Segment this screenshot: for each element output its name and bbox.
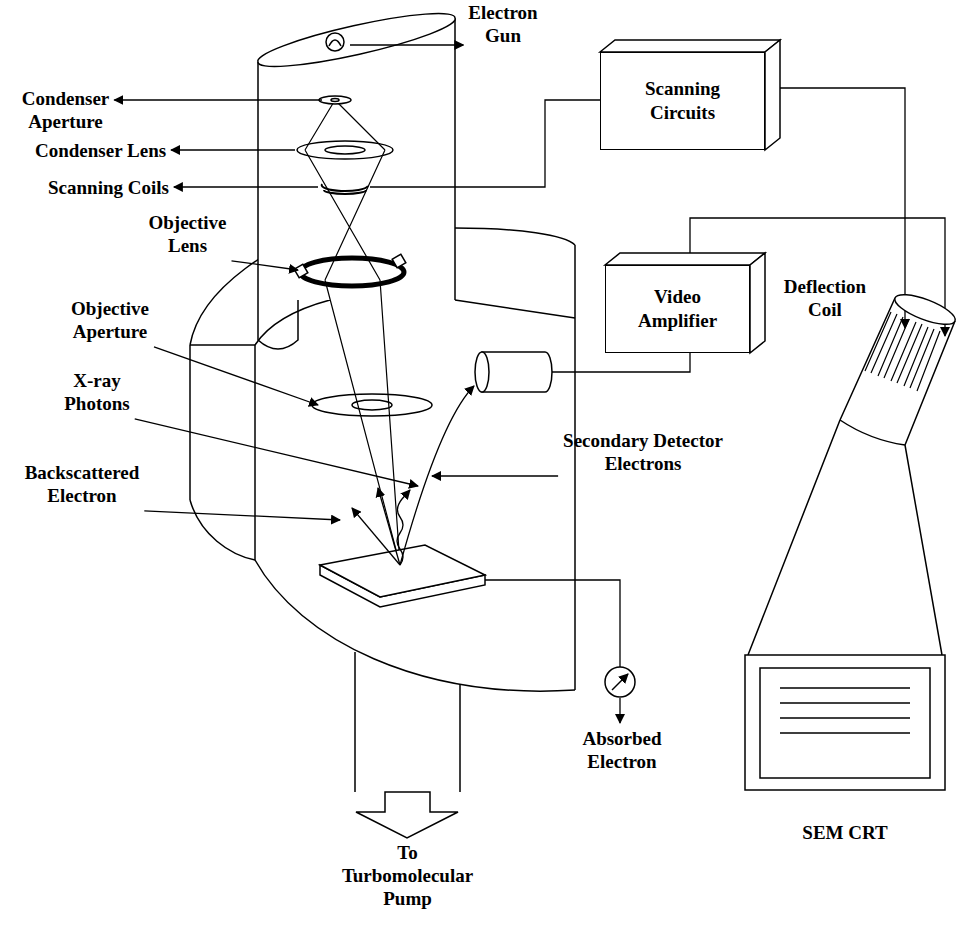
vacuum-chamber (254, 345, 256, 560)
electron-beam (305, 100, 400, 565)
signal-emission (352, 508, 400, 565)
vacuum-chamber (190, 500, 255, 560)
part-label: Condenser Lens (35, 140, 235, 163)
current-meter (605, 667, 635, 697)
signal-wires (370, 100, 600, 187)
leader-lines (432, 475, 558, 476)
leader-lines (144, 511, 340, 520)
electron-gun (326, 33, 344, 51)
leader-lines (154, 347, 318, 405)
electronics-box: Scanning Circuits (600, 52, 765, 150)
box-faces (605, 253, 765, 265)
part-label: Scanning Coils (48, 177, 248, 200)
crt-tube (840, 420, 905, 445)
part-label: Objective Aperture (55, 298, 165, 344)
crt-tube (760, 668, 930, 778)
part-label: Backscattered Electron (12, 462, 152, 508)
condenser-aperture (319, 96, 351, 104)
objective-lens (294, 254, 406, 286)
crt-tube (780, 688, 910, 733)
part-label: Objective Lens (140, 212, 235, 258)
electron-column (258, 62, 298, 349)
current-meter (612, 674, 628, 690)
condenser-aperture (319, 96, 351, 104)
leader-lines (232, 261, 299, 270)
scanning-coils (324, 190, 366, 194)
secondary-detector (482, 352, 552, 392)
leader-lines (114, 99, 322, 100)
deflection-coil (865, 312, 940, 391)
condenser-lens (297, 141, 393, 159)
part-label: Deflection Coil (775, 276, 875, 322)
part-label: X-ray Photons (52, 370, 142, 416)
pump-outlet (356, 792, 458, 838)
electron-gun (329, 40, 341, 46)
objective-aperture (352, 400, 392, 410)
part-label: Absorbed Electron (572, 728, 672, 774)
scanning-coils (322, 184, 368, 194)
box-faces (600, 40, 780, 353)
deflection-coil (865, 312, 940, 391)
electron-column (454, 18, 456, 300)
pump-outlet (355, 652, 460, 792)
signal-wires (552, 353, 690, 372)
condenser-lens (325, 146, 365, 154)
box-faces (750, 253, 765, 353)
objective-lens (300, 258, 404, 286)
objective-aperture (312, 394, 432, 416)
secondary-detector (475, 352, 552, 392)
objective-lens (392, 254, 406, 268)
vacuum-chamber (455, 228, 575, 245)
box-title: Video Amplifier (618, 285, 738, 333)
part-label: SEM CRT (790, 822, 900, 845)
leader-lines (350, 44, 463, 45)
electron-column (258, 14, 455, 67)
objective-aperture (312, 394, 432, 416)
leader-lines (135, 419, 418, 486)
electron-gun (326, 33, 344, 51)
leader-lines (174, 186, 318, 187)
crt-tube (748, 420, 942, 655)
vacuum-chamber (574, 245, 576, 690)
vacuum-chamber (189, 345, 191, 500)
part-label: Electron Gun (463, 2, 543, 48)
part-label: Secondary Detector Electrons (548, 430, 738, 476)
secondary-detector (475, 352, 489, 392)
signal-wires (485, 580, 620, 667)
leader-lines (171, 149, 295, 150)
scanning-coils (322, 184, 368, 191)
leader-lines (619, 698, 620, 723)
crt-tube (745, 295, 955, 790)
leader-lines (114, 45, 620, 723)
box-title: Scanning Circuits (623, 77, 743, 125)
condenser-aperture (331, 99, 339, 102)
electron-column (258, 14, 455, 349)
crt-tube (745, 655, 945, 790)
condenser-lens (297, 141, 393, 159)
box-faces (600, 40, 780, 52)
pump-outlet (355, 652, 460, 838)
vacuum-chamber (455, 300, 575, 318)
electronics-box: Video Amplifier (605, 265, 750, 353)
objective-lens (294, 264, 308, 278)
current-meter (605, 667, 635, 697)
vacuum-chamber (255, 300, 330, 345)
vacuum-chamber (190, 344, 255, 346)
part-label: Condenser Aperture (8, 88, 123, 134)
electron-beam (305, 100, 400, 565)
box-faces (765, 40, 780, 150)
signal-emission (378, 488, 400, 565)
crt-tube (895, 295, 955, 325)
part-label: To Turbomolecular Pump (330, 842, 485, 910)
